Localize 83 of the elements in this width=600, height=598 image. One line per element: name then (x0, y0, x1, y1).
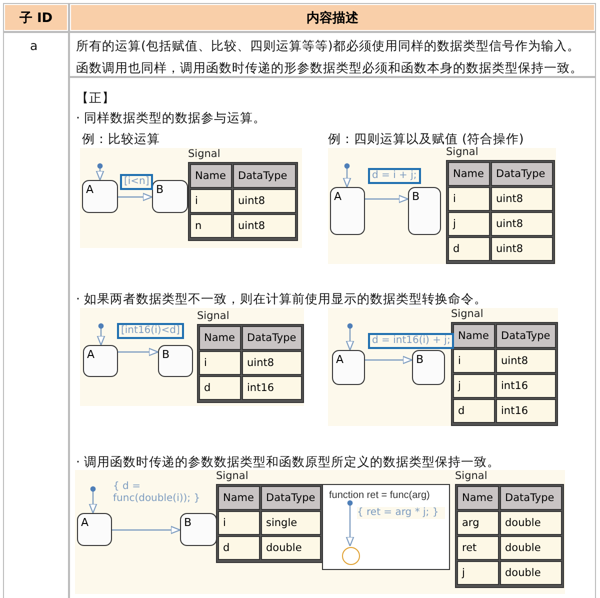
header-cell: DataType (233, 164, 296, 188)
header-cell: 子 ID (5, 5, 67, 30)
table-cell: j (448, 212, 490, 236)
transition-arrow (112, 526, 181, 534)
junction-circle (342, 547, 360, 565)
transition-arrow (96, 163, 104, 181)
description-text: · 如果两者数据类型不一致，则在计算前使用显示的数据类型转换命令。 (76, 291, 487, 307)
row-id: a (30, 38, 38, 54)
transition-arrow (88, 486, 98, 514)
table-cell: arg (457, 511, 499, 535)
description-text: 例：四则运算以及赋值 (符合操作) (328, 131, 524, 147)
table-cell: uint8 (491, 237, 553, 261)
state-box: A (82, 180, 118, 213)
function-box (322, 484, 450, 570)
header-cell: 内容描述 (71, 5, 594, 30)
table-cell: j (457, 561, 499, 585)
header-cell: DataType (500, 486, 562, 510)
description-text: · 同样数据类型的数据参与运算。 (76, 110, 266, 126)
table-cell: int16 (496, 399, 556, 423)
table-cell: int16 (496, 374, 556, 398)
state-box: B (158, 345, 193, 377)
table-cell: uint8 (491, 187, 553, 211)
header-cell: Name (190, 164, 232, 188)
header-cell: Name (448, 162, 490, 186)
table-cell: double (500, 511, 562, 535)
header-cell: DataType (491, 162, 553, 186)
transition-arrow (365, 194, 409, 204)
state-box: B (408, 187, 441, 235)
header-cell: Name (453, 324, 495, 348)
table-cell: uint8 (491, 212, 553, 236)
table-cell: int16 (242, 376, 302, 400)
state-box: A (332, 350, 365, 385)
state-box: B (152, 180, 188, 213)
edge-label: d = i + j; (368, 168, 421, 184)
table-cell: uint8 (496, 349, 556, 373)
table-cell: double (261, 536, 321, 560)
table-cell: n (190, 214, 232, 238)
state-box: B (412, 350, 445, 385)
state-box: A (330, 187, 365, 235)
header-cell: Name (199, 326, 241, 350)
section-heading: 【正】 (76, 90, 115, 106)
edge-label: d = int16(i) + j; (368, 333, 454, 349)
state-box: A (77, 513, 112, 546)
table-cell: ret (457, 536, 499, 560)
table-cell: d (448, 237, 490, 261)
transition-arrow (365, 356, 413, 364)
description-text: 例：比较运算 (82, 131, 160, 147)
description-text: 函数调用也同样，调用函数时传递的形参数据类型必须和函数本身的数据类型保持一致。 (76, 60, 583, 76)
edge-label: [i<n] (120, 174, 154, 190)
header-cell: DataType (261, 486, 321, 510)
table-caption: Signal (455, 470, 488, 482)
transition-arrow (96, 323, 106, 346)
table-cell: i (453, 349, 495, 373)
table-cell: i (190, 189, 232, 213)
header-cell: DataType (496, 324, 556, 348)
transition-arrow (342, 163, 352, 188)
table-cell: i (218, 511, 260, 535)
header-cell: Name (457, 486, 499, 510)
table-cell: uint8 (233, 214, 296, 238)
table-cell: uint8 (233, 189, 296, 213)
table-cell: d (199, 376, 241, 400)
header-cell: Name (218, 486, 260, 510)
description-text: · 调用函数时传递的参数数据类型和函数原型所定义的数据类型保持一致。 (76, 454, 500, 470)
table-cell: d (453, 399, 495, 423)
table-cell: double (500, 536, 562, 560)
transition-arrow (346, 323, 354, 351)
table-cell: single (261, 511, 321, 535)
edge-label: { ret = arg * j; } (357, 507, 445, 519)
state-box: B (180, 513, 217, 546)
table-cell: d (218, 536, 260, 560)
transition-arrow (118, 348, 159, 356)
table-cell: double (500, 561, 562, 585)
edge-label: [int16(i)<d] (117, 323, 184, 339)
table-cell: i (199, 351, 241, 375)
table-cell: j (453, 374, 495, 398)
transition-arrow (118, 192, 153, 202)
table-cell: i (448, 187, 490, 211)
description-text: 所有的运算(包括赋值、比较、四则运算等等)都必须使用同样的数据类型信号作为输入。 (76, 38, 580, 54)
transition-arrow (346, 500, 354, 547)
state-box: A (83, 345, 118, 377)
table-cell: uint8 (242, 351, 302, 375)
header-cell: DataType (242, 326, 302, 350)
function-heading: function ret = func(arg) (329, 489, 430, 503)
